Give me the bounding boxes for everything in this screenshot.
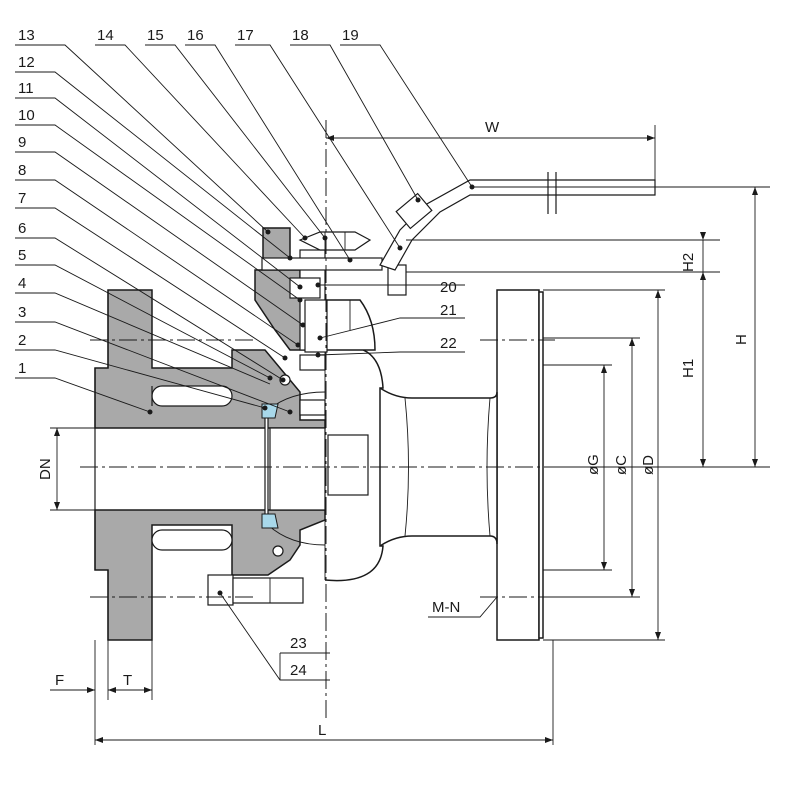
part-label-15: 15: [147, 27, 164, 44]
part-label-19: 19: [342, 27, 359, 44]
dimension-c: øC: [613, 455, 630, 475]
part-labels: 13 12 11 10 9 8 7 6 5 4 3 2 1 14 15 16 1…: [18, 27, 457, 679]
part-label-20: 20: [440, 279, 457, 296]
leader-lines: [15, 44, 473, 681]
part-label-5: 5: [18, 247, 26, 264]
dimension-h2: H2: [680, 253, 697, 272]
part-label-9: 9: [18, 134, 26, 151]
dimension-d: øD: [640, 455, 657, 475]
part-label-2: 2: [18, 332, 26, 349]
part-label-22: 22: [440, 335, 457, 352]
part-label-23: 23: [290, 635, 307, 652]
part-label-18: 18: [292, 27, 309, 44]
valve-section: [94, 227, 407, 641]
center-lines: [80, 120, 560, 720]
part-label-4: 4: [18, 275, 26, 292]
dimension-g: øG: [585, 454, 602, 475]
part-label-7: 7: [18, 190, 26, 207]
part-label-16: 16: [187, 27, 204, 44]
part-label-12: 12: [18, 54, 35, 71]
part-label-17: 17: [237, 27, 254, 44]
dimension-t: T: [123, 672, 132, 689]
part-label-1: 1: [18, 360, 26, 377]
dimension-h: H: [733, 334, 750, 345]
dimension-l: L: [318, 722, 326, 739]
part-label-8: 8: [18, 162, 26, 179]
part-label-6: 6: [18, 220, 26, 237]
dimension-f: F: [55, 672, 64, 689]
part-label-24: 24: [290, 662, 307, 679]
part-label-3: 3: [18, 304, 26, 321]
part-label-13: 13: [18, 27, 35, 44]
dimension-w: W: [485, 119, 500, 136]
dimension-mn: M-N: [432, 599, 460, 616]
dimension-dn: DN: [37, 458, 54, 480]
part-markers: [147, 184, 475, 596]
part-label-10: 10: [18, 107, 35, 124]
handle: [379, 172, 656, 271]
dimension-h1: H1: [680, 359, 697, 378]
part-label-21: 21: [440, 302, 457, 319]
dimension-labels: W H2 H1 H øG øC øD DN M-N F T L: [37, 119, 750, 739]
part-label-11: 11: [18, 80, 34, 97]
dimension-lines: [50, 125, 770, 745]
valve-exterior: [320, 289, 544, 641]
part-label-14: 14: [97, 27, 114, 44]
